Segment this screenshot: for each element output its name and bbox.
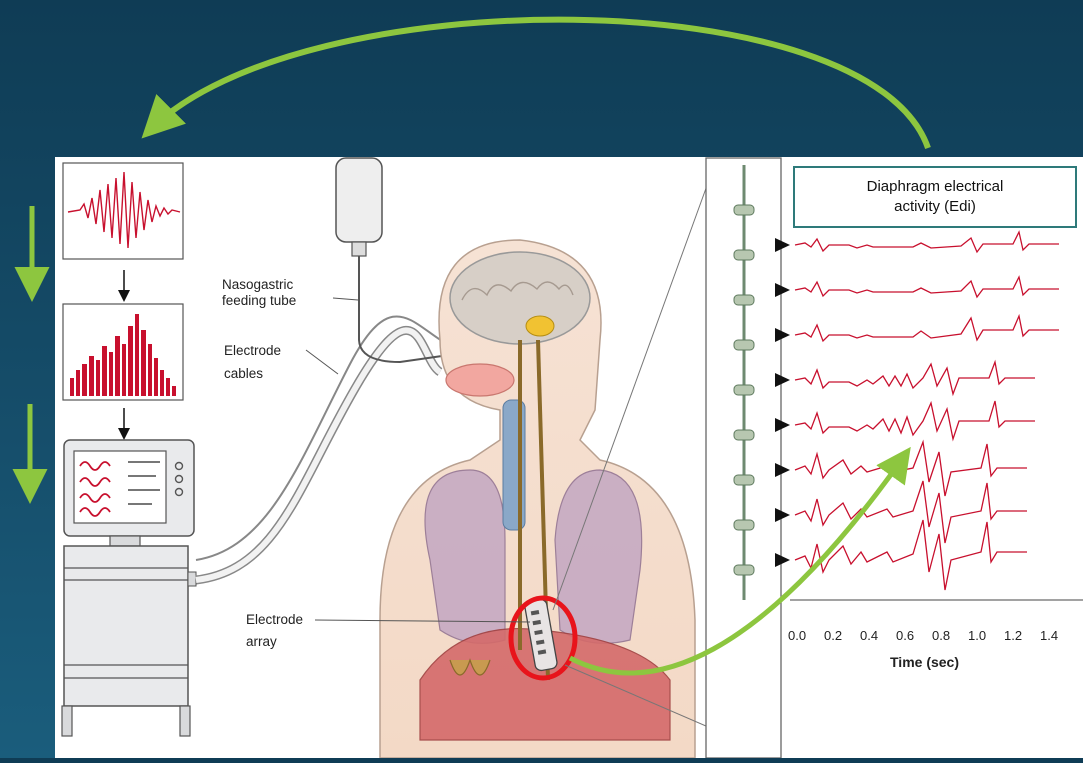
tick-label: 0.4 [860, 628, 878, 643]
curved-arrow-icon [150, 20, 928, 148]
cables-label-line2: cables [224, 366, 263, 381]
axis-title: Time (sec) [890, 654, 959, 670]
edi-callout-line1: Diaphragm electrical [795, 177, 1075, 197]
array-label-line1: Electrode [246, 612, 303, 627]
tick-label: 1.0 [968, 628, 986, 643]
tick-label: 1.4 [1040, 628, 1058, 643]
edi-callout-box: Diaphragm electrical activity (Edi) [793, 166, 1077, 228]
cables-label-line1: Electrode [224, 343, 281, 358]
array-label-line2: array [246, 634, 277, 649]
tick-label: 0.6 [896, 628, 914, 643]
tick-label: 1.2 [1004, 628, 1022, 643]
tick-label: 0.8 [932, 628, 950, 643]
tick-label: 0.2 [824, 628, 842, 643]
feeding-tube-label-line1: Nasogastric [222, 277, 294, 292]
ventilator [62, 440, 196, 736]
tick-label: 0.0 [788, 628, 806, 643]
edi-callout-line2: activity (Edi) [795, 197, 1075, 217]
feeding-tube-label-line2: feeding tube [222, 293, 296, 308]
